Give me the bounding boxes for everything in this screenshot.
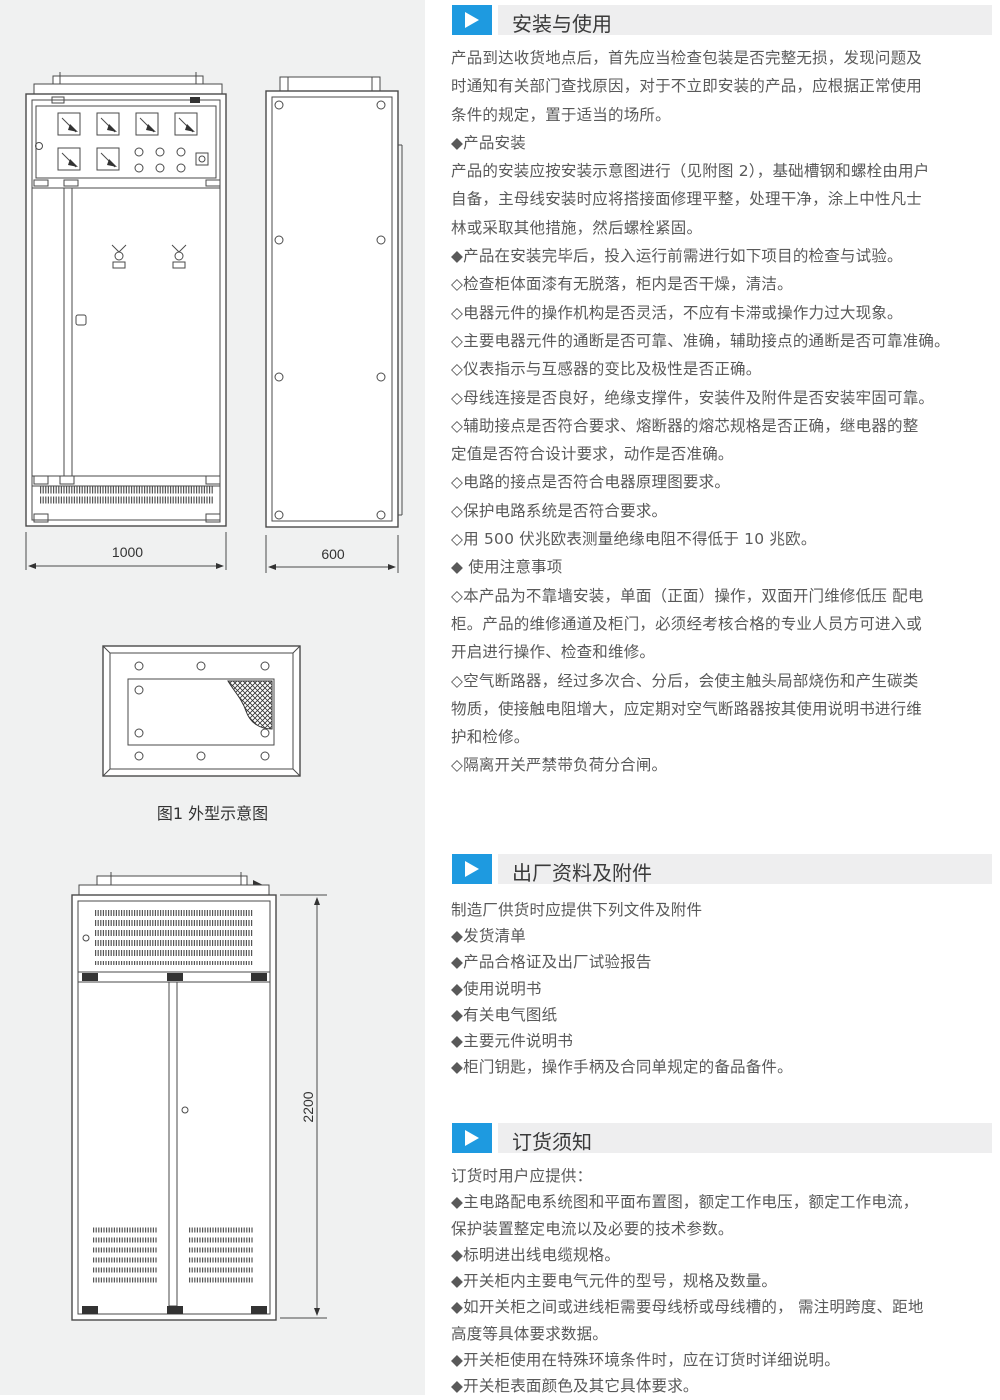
- text-line: ◇隔离开关严禁带负荷分合闸。: [451, 756, 668, 775]
- section-header-order: 订货须知: [452, 1123, 992, 1154]
- play-icon: [452, 854, 492, 884]
- text-line: 条件的规定，置于适当的场所。: [451, 105, 671, 124]
- text-line: 开启进行操作、检查和维修。: [451, 643, 656, 662]
- front-width-label: 1000: [111, 544, 144, 560]
- text-line: 产品到达收货地点后，首先应当检查包装是否完整无损，发现问题及: [451, 49, 923, 67]
- text-line: ◆产品安装: [451, 133, 526, 152]
- section-title-bar: 安装与使用: [498, 5, 992, 36]
- text-line: ◇辅助接点是否符合要求、熔断器的熔芯规格是否正确，继电器的整: [451, 416, 919, 435]
- text-line: 保护装置整定电流以及必要的技术参数。: [451, 1219, 734, 1238]
- figure-caption: 图1 外型示意图: [156, 804, 269, 823]
- height-label: 2200: [300, 1091, 316, 1123]
- text-line: 林或采取其他措施，然后螺栓紧固。: [451, 218, 703, 237]
- text-line: 柜。产品的维修通道及柜门，必须经考核合格的专业人员方可进入或: [451, 614, 923, 633]
- text-line: ◆发货清单: [451, 927, 526, 946]
- text-line: 时通知有关部门查找原因，对于不立即安装的产品，应根据正常使用: [451, 77, 923, 96]
- text-line: ◆ 使用注意事项: [451, 558, 563, 577]
- text-line: ◆开关柜内主要电气元件的型号，规格及数量。: [451, 1272, 778, 1291]
- text-line: ◆产品在安装完毕后，投入运行前需进行如下项目的检查与试验。: [451, 247, 903, 266]
- text-line: ◆开关柜表面颜色及其它具体要求。: [451, 1377, 699, 1396]
- section-header-factory: 出厂资料及附件: [452, 854, 992, 885]
- text-line: 制造厂供货时应提供下列文件及附件: [451, 901, 703, 919]
- cabinet-front-view: [20, 70, 235, 580]
- section-title-bar: 出厂资料及附件: [498, 854, 992, 885]
- factory-content: 制造厂供货时应提供下列文件及附件 ◆发货清单 ◆产品合格证及出厂试验报告 ◆使用说明书…: [451, 897, 996, 1080]
- text-line: ◇保护电路系统是否符合要求。: [451, 501, 668, 520]
- text-line: 护和检修。: [451, 728, 530, 747]
- section-title: 安装与使用: [512, 12, 612, 36]
- text-line: 产品的安装应按安装示意图进行（见附图 2），基础槽钢和螺栓由用户: [451, 162, 930, 181]
- section-title-bar: 订货须知: [498, 1123, 992, 1154]
- play-icon: [452, 1123, 492, 1153]
- text-line: ◆主电路配电系统图和平面布置图，额定工作电压，额定工作电流，: [451, 1193, 919, 1212]
- text-line: ◇本产品为不靠墙安装，单面（正面）操作，双面开门维修低压 配电: [451, 586, 924, 605]
- text-line: 物质，使接触电阻增大，应定期对空气断路器按其使用说明书进行维: [451, 699, 923, 718]
- text-line: 自备，主母线安装时应将搭接面修理平整，处理干净，涂上中性凡士: [451, 190, 923, 209]
- text-line: ◆有关电气图纸: [451, 1005, 558, 1024]
- order-content: 订货时用户应提供： ◆主电路配电系统图和平面布置图，额定工作电压，额定工作电流， 保…: [451, 1163, 996, 1400]
- cabinet-double-door-view: [65, 870, 335, 1325]
- text-line: ◆开关柜使用在特殊环境条件时，应在订货时详细说明。: [451, 1351, 840, 1370]
- text-line: ◆柜门钥匙，操作手柄及合同单规定的备品备件。: [451, 1058, 793, 1077]
- text-line: ◇用 500 伏兆欧表测量绝缘电阻不得低于 10 兆欧。: [451, 530, 817, 549]
- text-line: 订货时用户应提供：: [451, 1167, 593, 1185]
- play-icon: [452, 5, 492, 35]
- text-line: ◇空气断路器，经过多次合、分后，会使主触头局部烧伤和产生碳类: [451, 671, 919, 690]
- text-line: ◇主要电器元件的通断是否可靠、准确，辅助接点的通断是否可靠准确。: [451, 331, 950, 350]
- text-line: ◆标明进出线电缆规格。: [451, 1245, 621, 1264]
- text-line: ◇仪表指示与互感器的变比及极性是否正确。: [451, 360, 762, 379]
- section-title: 出厂资料及附件: [512, 861, 652, 885]
- section-header-install: 安装与使用: [452, 5, 992, 36]
- side-width-label: 600: [321, 546, 345, 562]
- text-line: 定值是否符合设计要求，动作是否准确。: [451, 445, 734, 464]
- text-line: ◆主要元件说明书: [451, 1031, 574, 1050]
- cabinet-side-view: [260, 75, 410, 580]
- cabinet-top-view: [100, 643, 305, 783]
- text-line: 高度等具体要求数据。: [451, 1324, 609, 1343]
- text-line: ◆产品合格证及出厂试验报告: [451, 953, 652, 972]
- text-line: ◇电器元件的操作机构是否灵活，不应有卡滞或操作力过大现象。: [451, 303, 903, 322]
- install-content: 产品到达收货地点后，首先应当检查包装是否完整无损，发现问题及时通知有关部门查找原…: [451, 44, 996, 780]
- text-line: ◆使用说明书: [451, 979, 542, 998]
- text-line: ◇电路的接点是否符合电器原理图要求。: [451, 473, 731, 492]
- text-line: ◆如开关柜之间或进线柜需要母线桥或母线槽的， 需注明跨度、距地: [451, 1298, 924, 1317]
- section-title: 订货须知: [512, 1130, 592, 1154]
- text-line: ◇检查柜体面漆有无脱落，柜内是否干燥，清洁。: [451, 275, 793, 294]
- text-line: ◇母线连接是否良好，绝缘支撑件，安装件及附件是否安装牢固可靠。: [451, 388, 935, 407]
